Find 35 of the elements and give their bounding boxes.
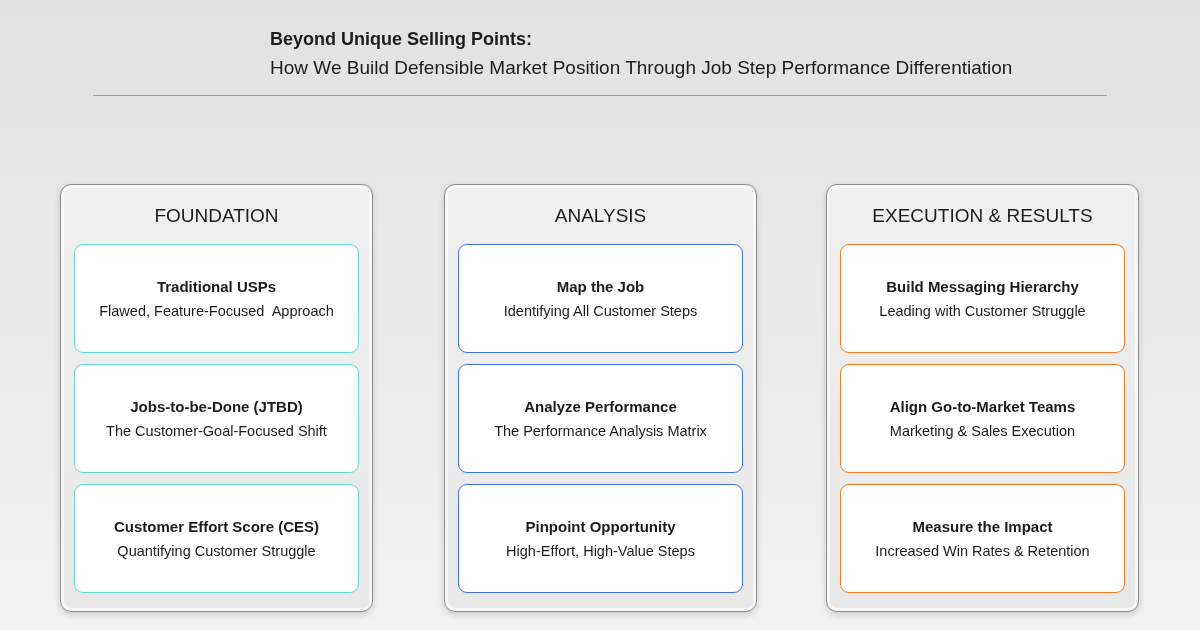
card-title: Customer Effort Score (CES): [114, 518, 319, 535]
step-card: [840, 244, 1125, 353]
card-title: Analyze Performance: [524, 398, 677, 415]
card-subtitle: Identifying All Customer Steps: [503, 303, 698, 319]
card-subtitle: The Performance Analysis Matrix: [494, 423, 707, 439]
panel-heading: ANALYSIS: [554, 205, 647, 227]
card-title: Traditional USPs: [156, 278, 277, 295]
panel-heading: FOUNDATION: [154, 205, 279, 227]
step-card: [74, 484, 359, 593]
card-title: Jobs-to-be-Done (JTBD): [130, 398, 303, 415]
column-panel: [826, 184, 1139, 612]
step-card: [840, 484, 1125, 593]
card-title: Pinpoint Opportunity: [525, 518, 676, 535]
title: Beyond Unique Selling Points:: [270, 29, 532, 50]
card-subtitle: Leading with Customer Struggle: [879, 303, 1086, 319]
card-subtitle: The Customer-Goal-Focused Shift: [106, 423, 327, 439]
card-subtitle: Flawed, Feature-Focused Approach: [99, 303, 334, 319]
subtitle: How We Build Defensible Market Position Through Job Step Performance Differentiation: [270, 57, 1013, 79]
card-subtitle: Increased Win Rates & Retention: [875, 543, 1090, 559]
step-card: [74, 244, 359, 353]
card-subtitle: Quantifying Customer Struggle: [117, 543, 316, 559]
panel-heading: EXECUTION & RESULTS: [872, 205, 1093, 227]
step-card: [840, 364, 1125, 473]
column-panel: [444, 184, 757, 612]
card-title: Align Go-to-Market Teams: [889, 398, 1076, 415]
step-card: [458, 364, 743, 473]
card-title: Measure the Impact: [912, 518, 1053, 535]
card-title: Map the Job: [556, 278, 645, 295]
card-subtitle: High-Effort, High-Value Steps: [506, 543, 695, 559]
step-card: [458, 484, 743, 593]
step-card: [74, 364, 359, 473]
card-title: Build Messaging Hierarchy: [886, 278, 1079, 295]
card-subtitle: Marketing & Sales Execution: [889, 423, 1076, 439]
column-panel: [60, 184, 373, 612]
step-card: [458, 244, 743, 353]
